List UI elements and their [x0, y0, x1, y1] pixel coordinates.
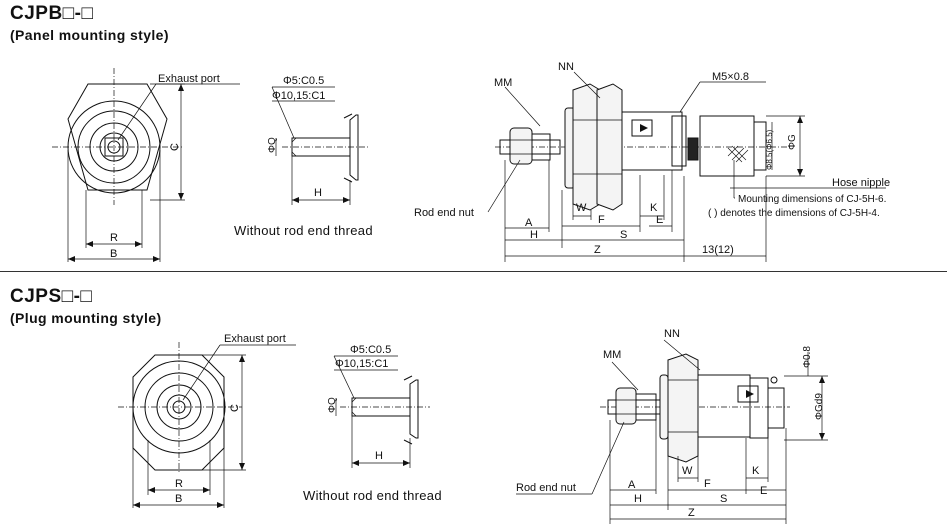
s1-nn: NN	[558, 61, 574, 73]
s1-note2: ( ) denotes the dimensions of CJ-5H-4.	[708, 208, 880, 219]
panel-front-view	[52, 68, 240, 262]
s1-r-label: R	[110, 232, 118, 244]
s1-chamfer-b: Φ10,15:C1	[272, 90, 325, 102]
s2-z: Z	[688, 507, 695, 519]
s2-nn: NN	[664, 328, 680, 340]
section-2-subtitle: (Plug mounting style)	[10, 310, 162, 326]
s1-note1: Mounting dimensions of CJ-5H-6.	[738, 194, 886, 205]
s2-exhaust-label: Exhaust port	[224, 333, 286, 345]
s2-h: H	[634, 493, 642, 505]
s1-c-label: C	[169, 143, 181, 151]
section-1-caption: Without rod end thread	[234, 223, 373, 238]
s1-f: F	[598, 214, 605, 226]
s1-phi-85: Φ8.5(Φ6.5)	[765, 129, 774, 170]
plug-side-view	[516, 339, 828, 524]
s2-rod-end-nut: Rod end nut	[516, 482, 576, 494]
s1-phi-q: ΦQ	[267, 137, 278, 153]
s1-b-label: B	[110, 248, 117, 260]
s2-b-label: B	[175, 493, 182, 505]
s1-z: Z	[594, 244, 601, 256]
s2-r-label: R	[175, 478, 183, 490]
s2-mm: MM	[603, 349, 621, 361]
s1-h: H	[530, 229, 538, 241]
s1-mm: MM	[494, 77, 512, 89]
s2-chamfer-a: Φ5:C0.5	[350, 344, 391, 356]
s1-m5: M5×0.8	[712, 71, 749, 83]
panel-side-view	[487, 71, 886, 262]
s1-s: S	[620, 229, 627, 241]
s1-k: K	[650, 202, 658, 214]
section-2-title: CJPS□-□	[10, 286, 93, 307]
s2-f: F	[704, 478, 711, 490]
s1-exhaust-label: Exhaust port	[158, 73, 220, 85]
s2-s: S	[720, 493, 727, 505]
section-2-caption: Without rod end thread	[303, 488, 442, 503]
s2-a: A	[628, 479, 636, 491]
section-1-title: CJPB□-□	[10, 3, 94, 24]
s2-phi-08: Φ0.8	[802, 346, 813, 368]
s2-phi-gd9: ΦGd9	[814, 393, 825, 420]
s2-h-small: H	[375, 450, 383, 462]
s1-hose-nipple: Hose nipple	[832, 177, 890, 189]
s1-phi-g: ΦG	[787, 134, 798, 150]
s2-phi-q: ΦQ	[327, 397, 338, 413]
plug-rod-detail	[333, 355, 430, 468]
s1-h-small: H	[314, 187, 322, 199]
s1-a: A	[525, 217, 533, 229]
plug-front-view	[118, 342, 296, 508]
s2-c-label: C	[229, 404, 241, 412]
s2-chamfer-b: Φ10,15:C1	[335, 358, 388, 370]
s1-rod-end-nut: Rod end nut	[414, 207, 474, 219]
s2-w: W	[682, 465, 693, 477]
s1-e: E	[656, 214, 663, 226]
s2-k: K	[752, 465, 760, 477]
s1-dim-13: 13(12)	[702, 244, 734, 256]
section-divider	[0, 271, 947, 272]
s1-w: W	[576, 202, 587, 214]
panel-rod-detail	[271, 86, 370, 205]
s1-chamfer-a: Φ5:C0.5	[283, 75, 324, 87]
s2-e: E	[760, 485, 767, 497]
section-1-subtitle: (Panel mounting style)	[10, 27, 169, 43]
